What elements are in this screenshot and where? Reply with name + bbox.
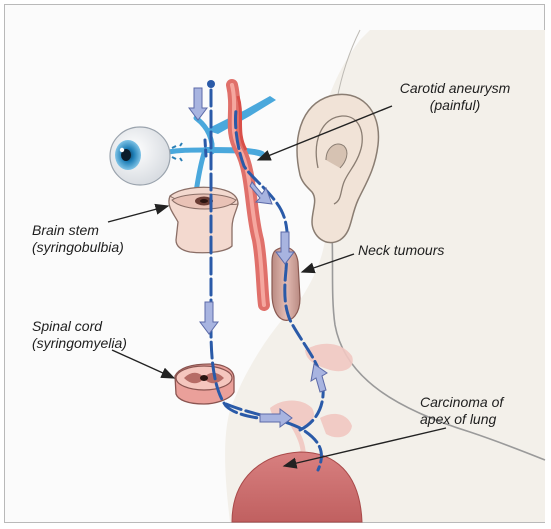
neck-tumours-line1: Neck tumours (358, 242, 498, 259)
brain-stem-line2: (syringobulbia) (32, 239, 152, 256)
spinal-cord-line2: (syringomyelia) (32, 335, 162, 352)
carotid-aneurysm-line1: Carotid aneurysm (374, 80, 536, 97)
spinal-cord-icon (175, 364, 234, 404)
facial-vessels (168, 96, 276, 192)
brain-stem-label: Brain stem (syringobulbia) (32, 222, 152, 256)
brain-stem-line1: Brain stem (32, 222, 152, 239)
neck-tumours-label: Neck tumours (358, 242, 498, 259)
carcinoma-line1: Carcinoma of (420, 394, 540, 411)
carotid-aneurysm-line2: (painful) (374, 97, 536, 114)
spinal-cord-line1: Spinal cord (32, 318, 162, 335)
spinal-cord-leader (112, 350, 174, 378)
carcinoma-line2: apex of lung (420, 411, 540, 428)
spinal-cord-label: Spinal cord (syringomyelia) (32, 318, 162, 352)
eye-icon (110, 127, 170, 185)
brain-stem-leader (108, 206, 168, 222)
brain-stem-icon (169, 187, 238, 252)
carcinoma-label: Carcinoma of apex of lung (420, 394, 540, 428)
carotid-aneurysm-label: Carotid aneurysm (painful) (374, 80, 536, 114)
